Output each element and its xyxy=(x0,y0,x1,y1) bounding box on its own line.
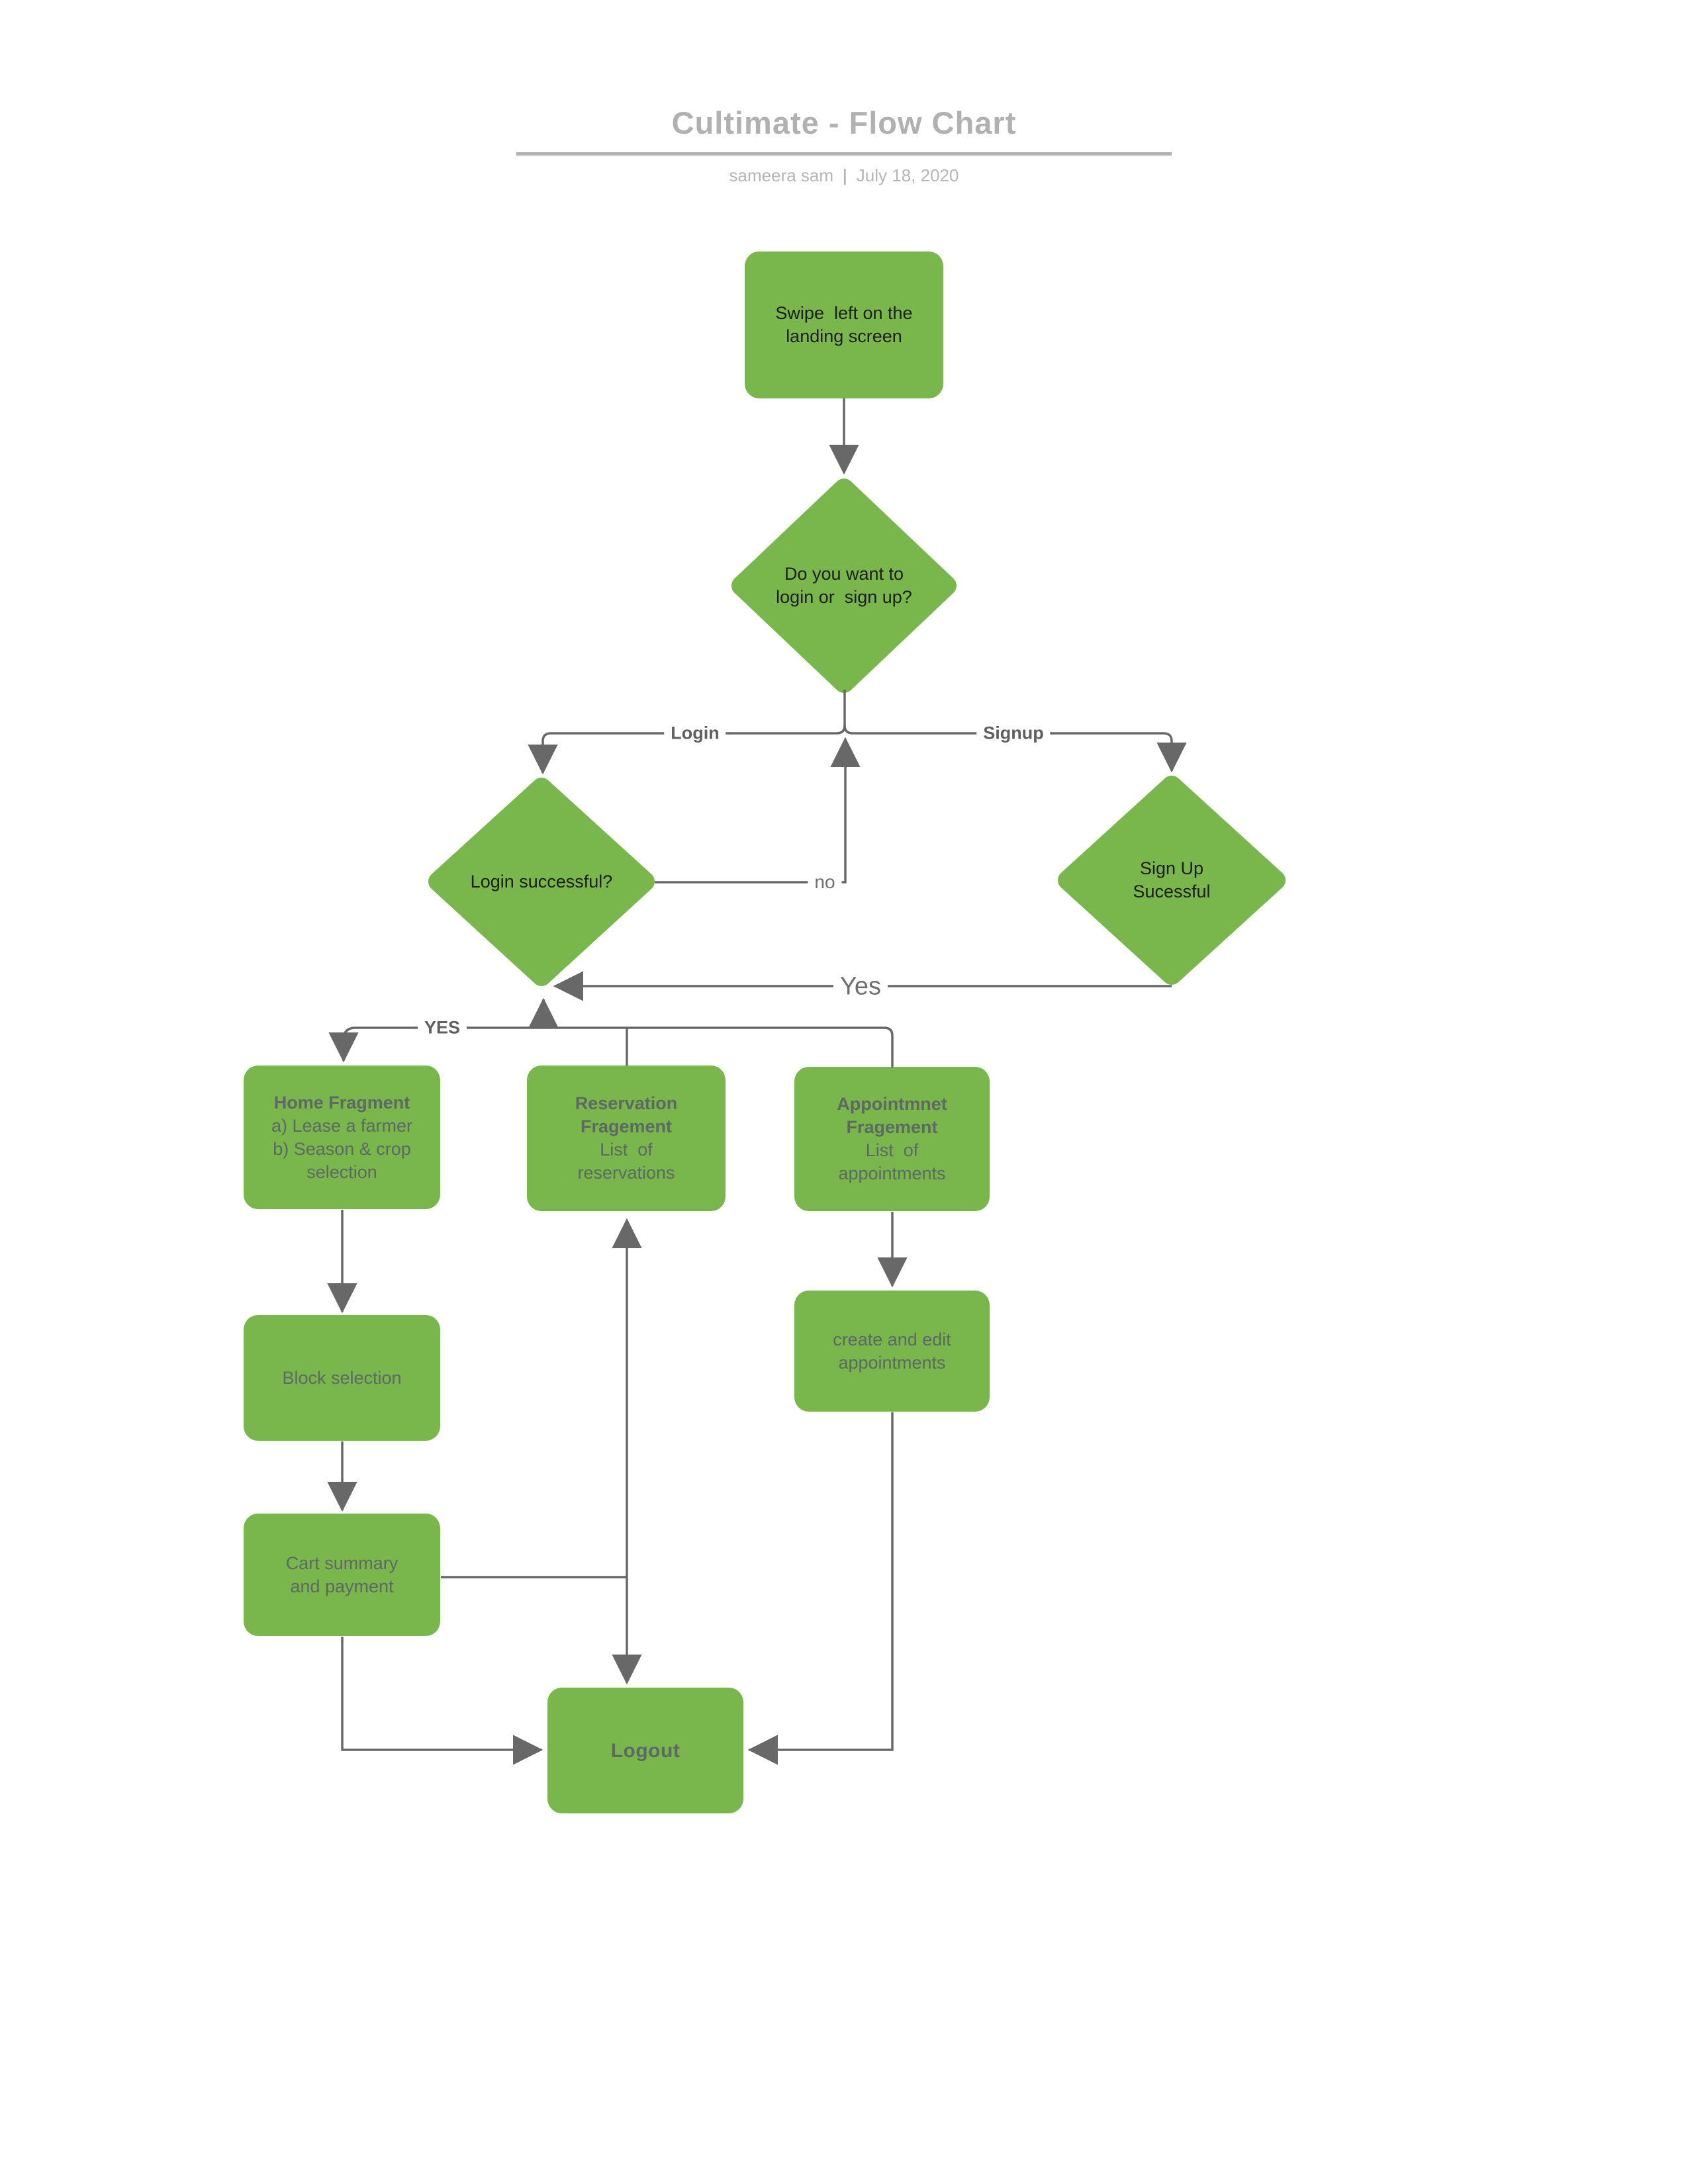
edge-label-yes-caps: YES xyxy=(417,1016,467,1040)
node-cart-summary-shape xyxy=(244,1514,440,1636)
edge-no-retry xyxy=(655,737,861,884)
node-shapes xyxy=(244,251,1286,1813)
node-block-selection-shape xyxy=(244,1315,440,1441)
node-appointment-fragment-shape xyxy=(794,1067,990,1211)
node-home-fragment-shape xyxy=(244,1066,440,1209)
document-date: July 18, 2020 xyxy=(856,165,959,185)
node-decision-login-success-shape xyxy=(428,778,655,986)
edge-label-login: Login xyxy=(664,721,726,745)
node-logout-shape xyxy=(547,1688,743,1813)
author-name: sameera sam xyxy=(729,165,834,185)
edge-signup-branch xyxy=(843,725,1187,773)
document-byline: sameera sam | July 18, 2020 xyxy=(513,165,1175,186)
edge-label-signup: Signup xyxy=(976,721,1051,745)
title-divider xyxy=(516,152,1172,156)
node-swipe-shape xyxy=(745,251,943,398)
byline-separator: | xyxy=(843,165,847,185)
node-decision-signup-success-shape xyxy=(1058,776,1286,985)
edge-login-branch xyxy=(528,725,846,775)
edge-yes-to-home-fragment xyxy=(328,1026,894,1068)
edge-label-no: no xyxy=(808,870,842,894)
edge-label-yes: Yes xyxy=(833,971,888,1003)
node-create-edit-appointments-shape xyxy=(794,1291,990,1412)
node-reservation-fragment-shape xyxy=(527,1066,726,1211)
edge-cart-to-logout xyxy=(341,1637,543,1765)
page-title: Cultimate - Flow Chart xyxy=(671,105,1017,140)
edge-create-edit-to-logout xyxy=(747,1412,894,1765)
node-decision-login-signup-shape xyxy=(731,478,957,693)
